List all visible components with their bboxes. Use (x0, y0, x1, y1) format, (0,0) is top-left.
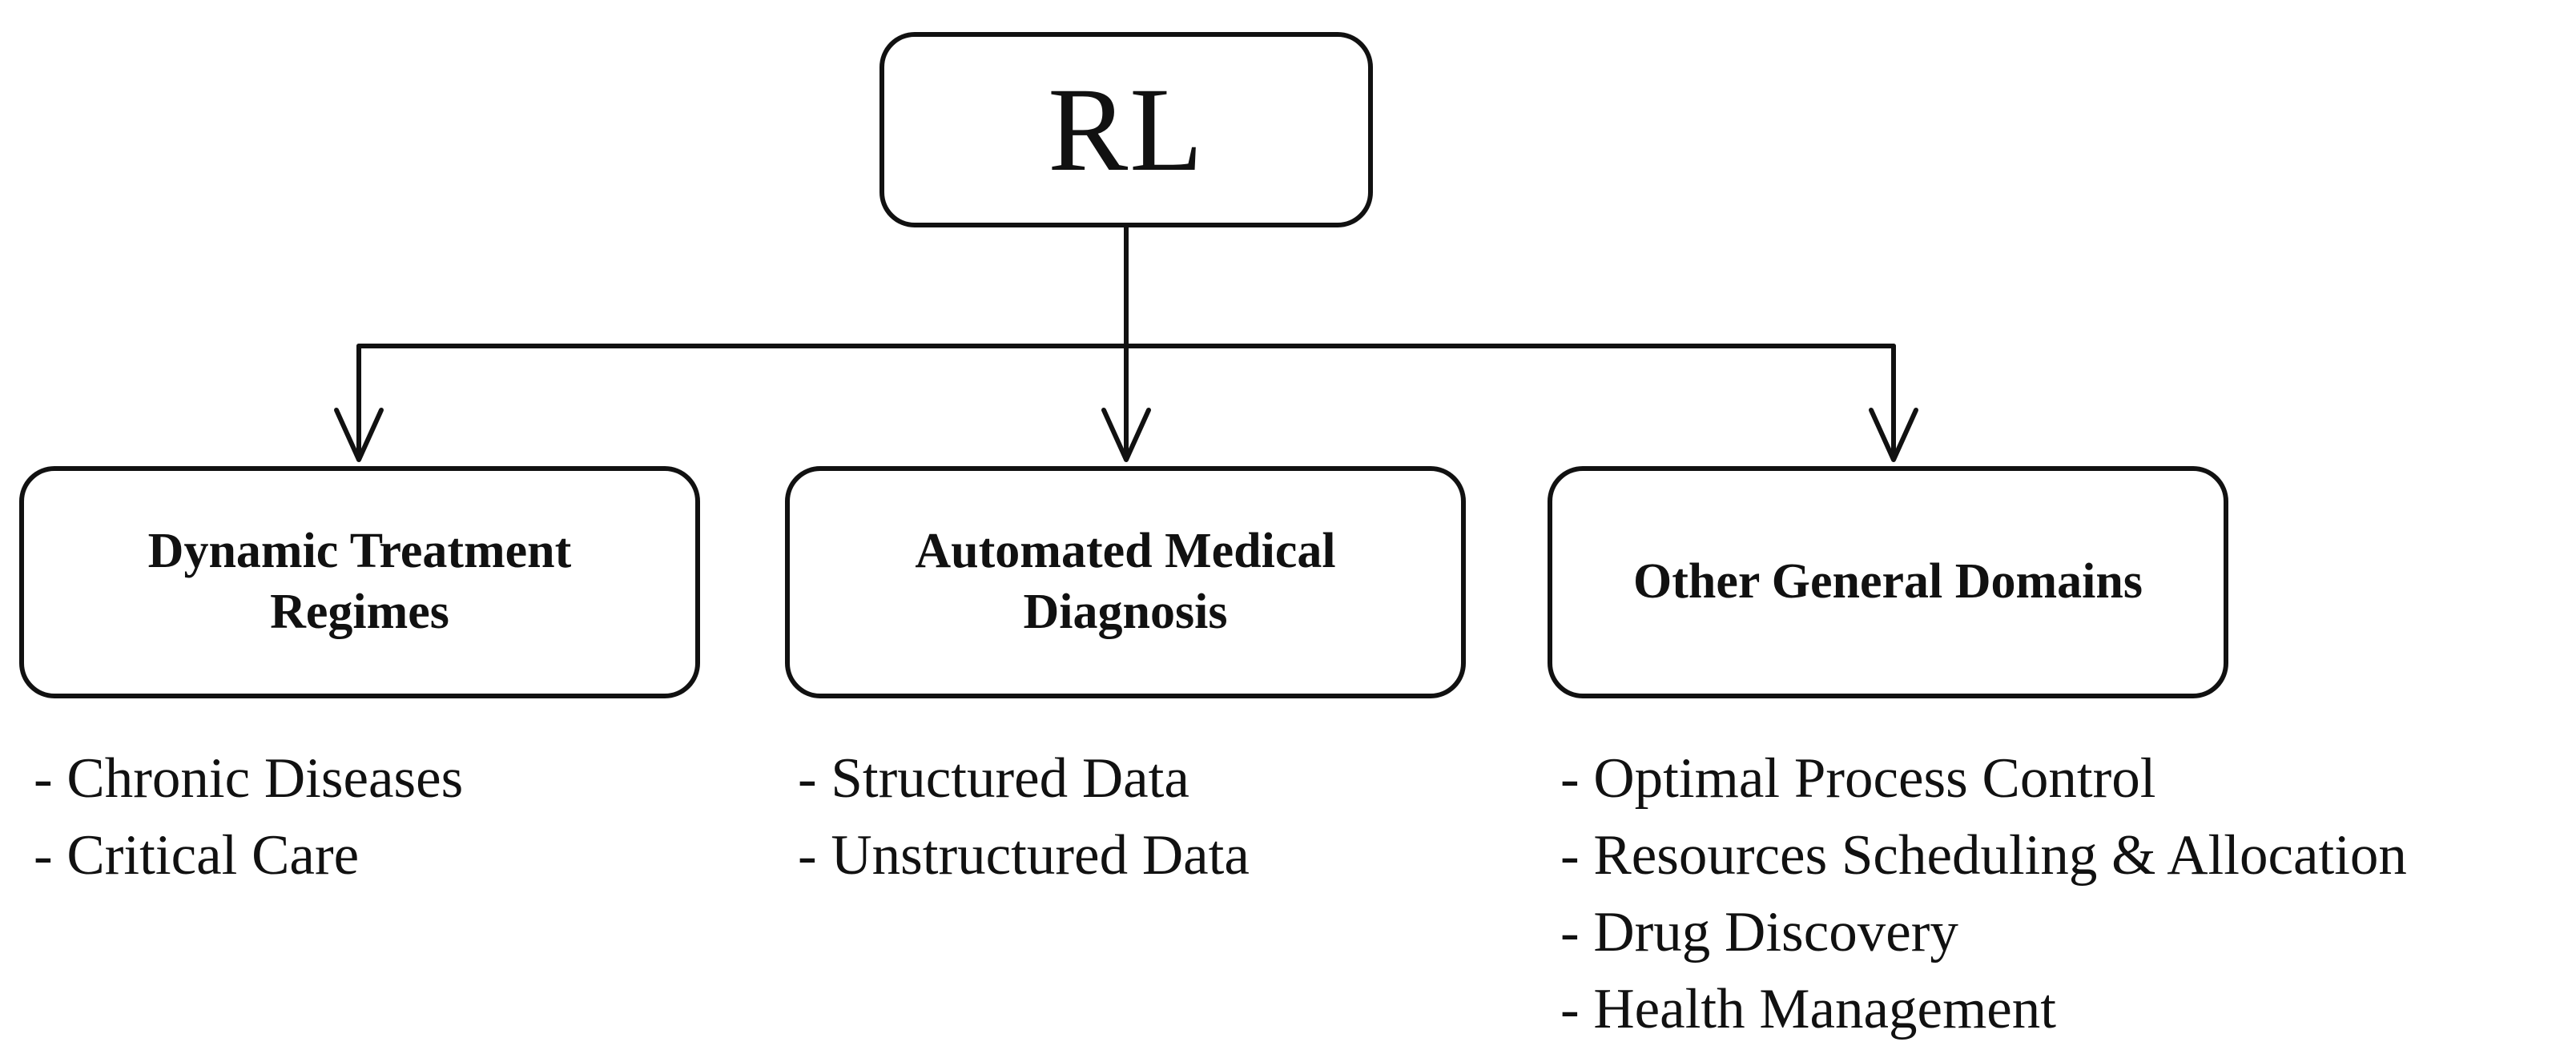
list-item: - Resources Scheduling & Allocation (1560, 824, 2407, 887)
subtopic-list-dynamic-treatment-regimes: - Chronic Diseases - Critical Care (34, 740, 463, 894)
arrowhead-1 (334, 408, 384, 462)
category-label: Dynamic Treatment Regimes (124, 521, 596, 642)
root-node: RL (879, 32, 1373, 227)
category-label-line: Dynamic Treatment (147, 524, 572, 579)
subtopic-list-automated-medical-diagnosis: - Structured Data - Unstructured Data (798, 740, 1250, 894)
category-label: Other General Domains (1609, 552, 2167, 613)
list-item: - Critical Care (34, 824, 360, 887)
category-label-line: Automated Medical (915, 524, 1336, 579)
category-node-dynamic-treatment-regimes: Dynamic Treatment Regimes (19, 466, 700, 698)
list-item: - Structured Data (798, 747, 1189, 810)
subtopic-list-other-general-domains: - Optimal Process Control - Resources Sc… (1560, 740, 2407, 1048)
list-item: - Unstructured Data (798, 824, 1250, 887)
list-item: - Optimal Process Control (1560, 747, 2156, 810)
category-label: Automated Medical Diagnosis (891, 521, 1359, 642)
root-label: RL (1048, 63, 1205, 196)
category-label-line: Regimes (270, 585, 449, 639)
category-label-line: Diagnosis (1023, 585, 1228, 639)
category-node-other-general-domains: Other General Domains (1548, 466, 2228, 698)
list-item: - Health Management (1560, 978, 2057, 1040)
list-item: - Chronic Diseases (34, 747, 464, 810)
category-label-line: Other General Domains (1632, 554, 2143, 609)
list-item: - Drug Discovery (1560, 901, 1958, 963)
arrowhead-3 (1869, 408, 1918, 462)
arrowhead-2 (1101, 408, 1151, 462)
category-node-automated-medical-diagnosis: Automated Medical Diagnosis (785, 466, 1466, 698)
